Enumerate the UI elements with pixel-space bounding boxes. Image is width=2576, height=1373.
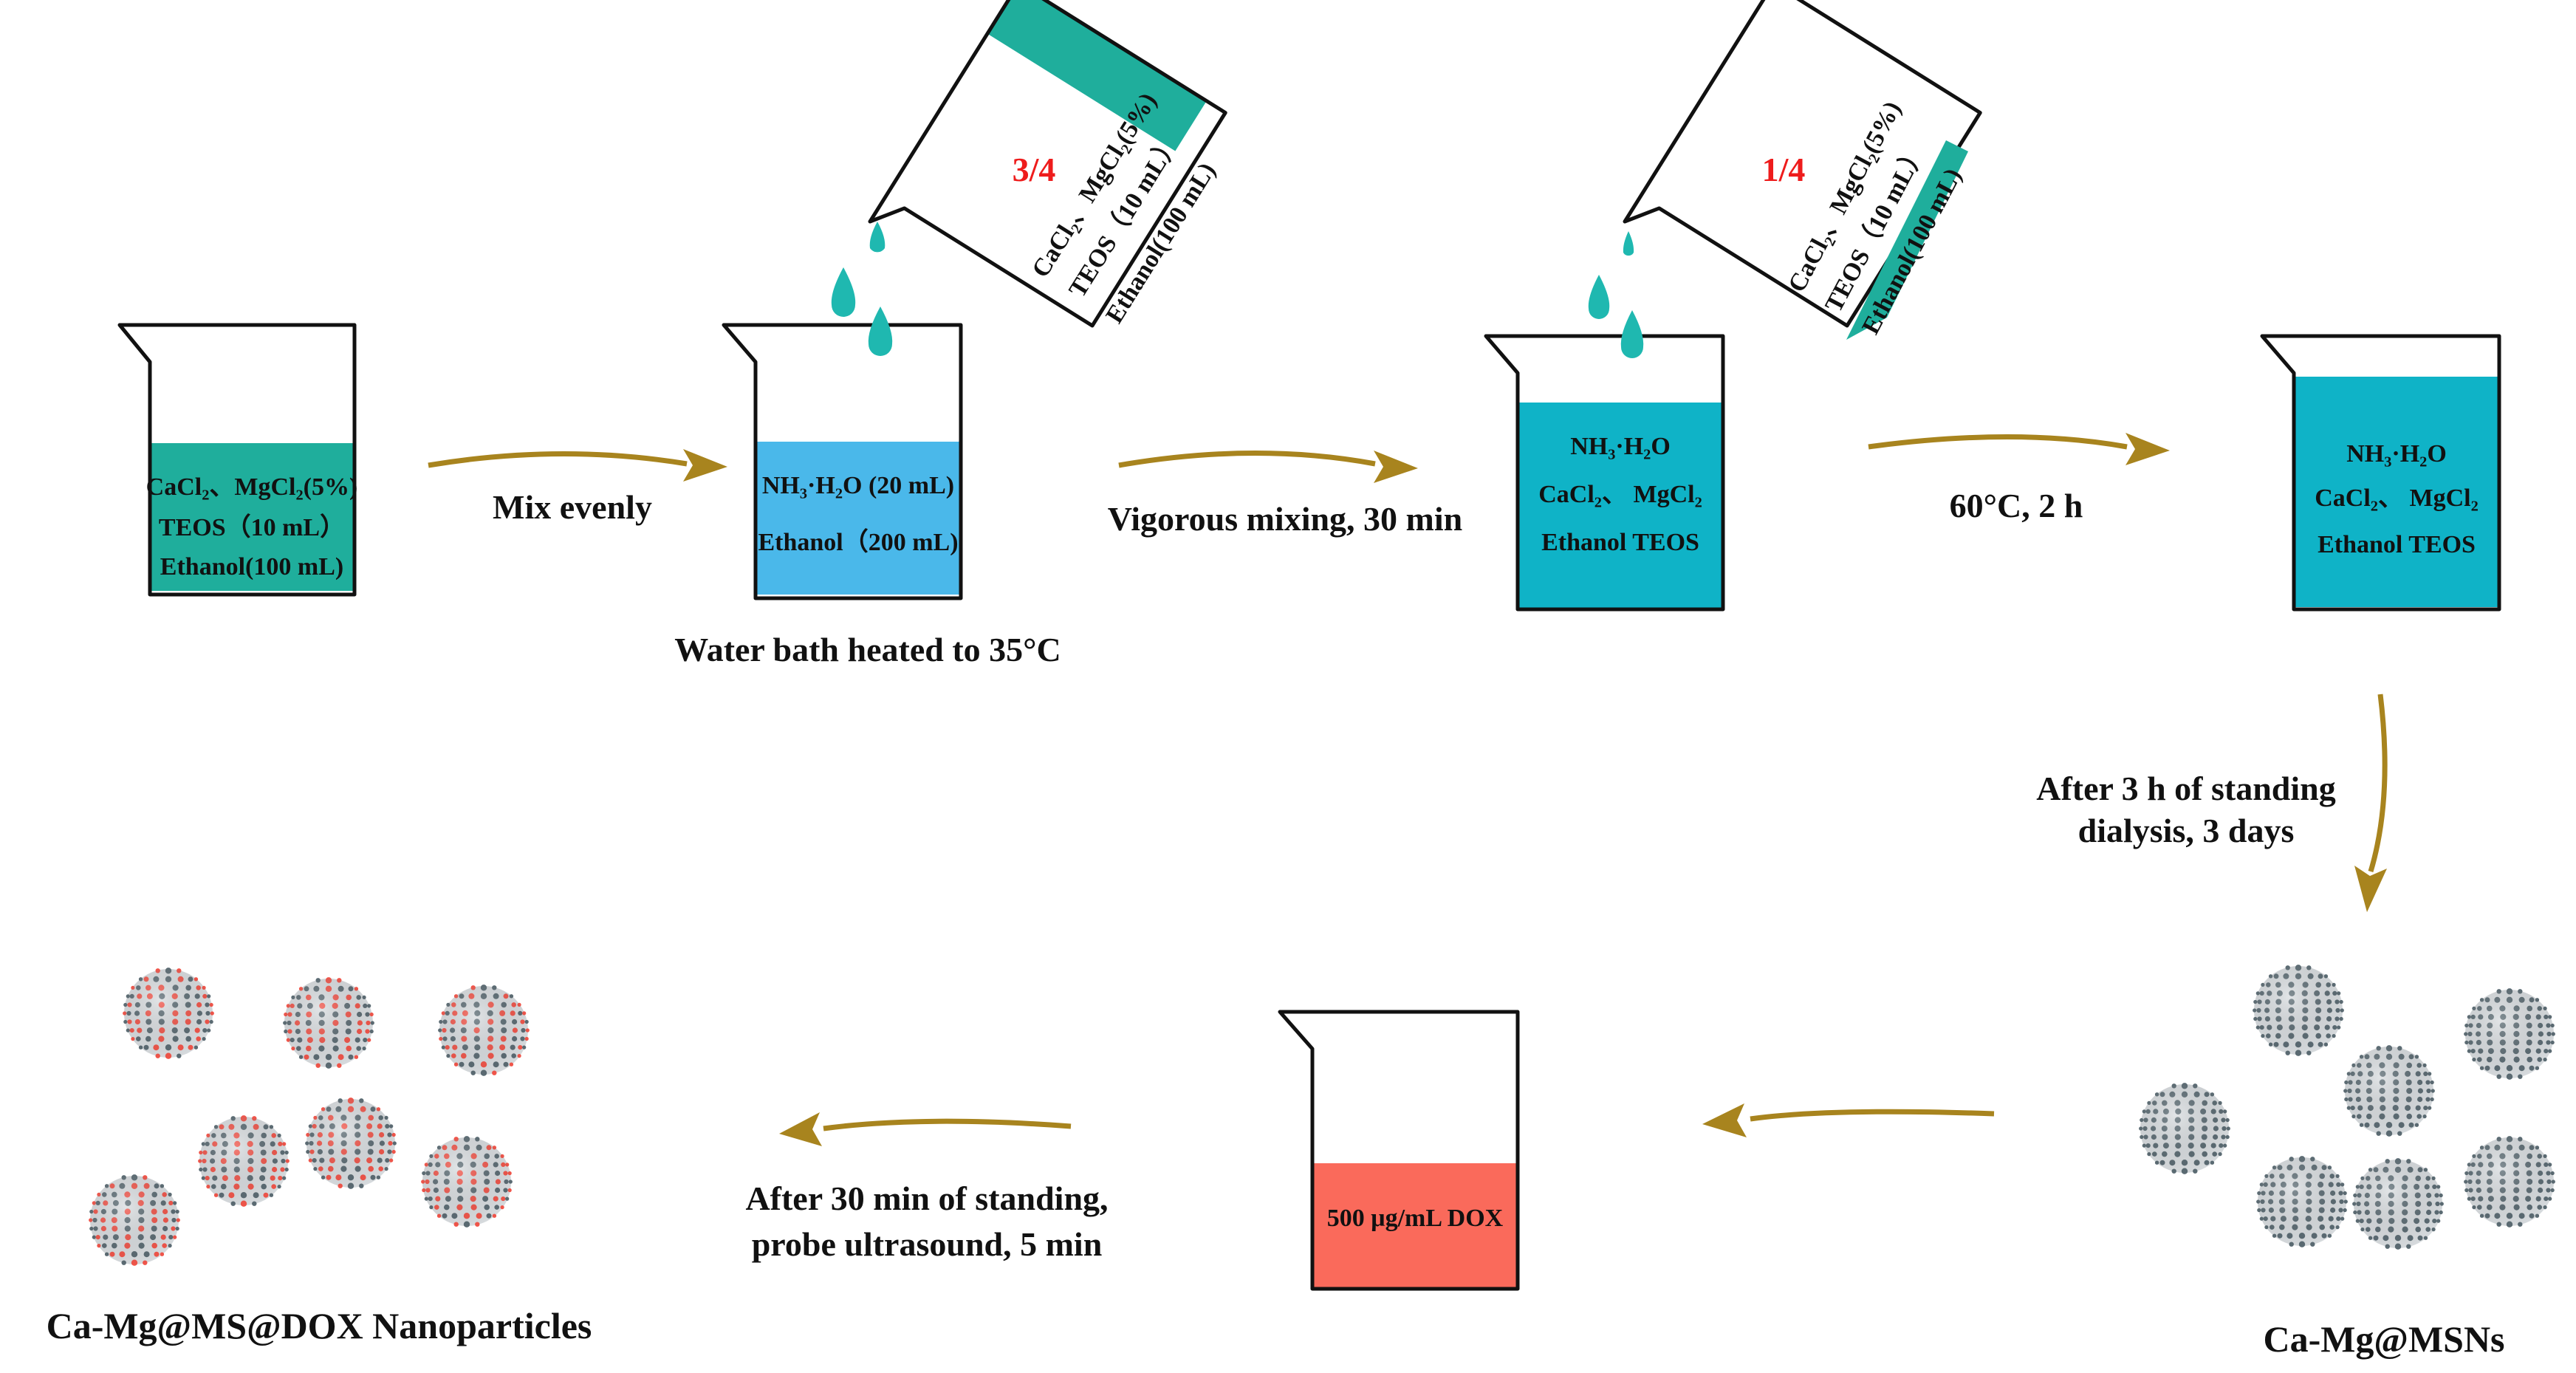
beaker-2-liquid xyxy=(756,442,961,595)
beaker-1-line1: CaCl₂、MgCl₂(5%) xyxy=(146,473,358,501)
arrow-4-line1: After 3 h of standing xyxy=(2036,770,2336,807)
beaker-2-line2: Ethanol（200 mL) xyxy=(758,527,958,556)
beaker-2-line1: NH₃·H₂O (20 mL) xyxy=(762,472,954,499)
beaker-1: CaCl₂、MgCl₂(5%) TEOS（10 mL） Ethanol(100 … xyxy=(117,323,358,597)
beaker-1-liquid xyxy=(150,443,354,591)
arrow-1: Mix evenly xyxy=(428,449,727,526)
beaker-5-line1: 500 μg/mL DOX xyxy=(1327,1205,1504,1232)
beaker-3-line2: CaCl₂、 MgCl₂ xyxy=(1538,481,1702,508)
arrow-6-line2: probe ultrasound, 5 min xyxy=(752,1225,1103,1263)
msn-nanoparticle xyxy=(2343,1045,2435,1137)
dox-label: Ca-Mg@MS@DOX Nanoparticles xyxy=(47,1305,592,1346)
beaker-4-line2: CaCl₂、 MgCl₂ xyxy=(2315,485,2479,512)
msn-label: Ca-Mg@MSNs xyxy=(2263,1318,2504,1360)
beaker-4-line3: Ethanol TEOS xyxy=(2318,531,2476,558)
beaker-2-caption: Water bath heated to 35°C xyxy=(674,631,1061,668)
arrow-3-label: 60°C, 2 h xyxy=(1950,487,2083,524)
droplet-icon xyxy=(868,307,893,356)
arrow-6: After 30 min of standing, probe ultrasou… xyxy=(745,1112,1109,1263)
beaker-3-line1: NH₃·H₂O xyxy=(1570,433,1671,460)
pouring-beaker-1-outline xyxy=(868,0,1227,328)
dox-nanoparticle xyxy=(89,1174,180,1266)
droplet-icon xyxy=(1588,275,1610,319)
dox-nanoparticle xyxy=(438,985,530,1076)
beaker-4: NH₃·H₂O CaCl₂、 MgCl₂ Ethanol TEOS xyxy=(2260,334,2501,612)
beaker-1-line2: TEOS（10 mL） xyxy=(159,513,345,541)
beaker-4-line1: NH₃·H₂O xyxy=(2346,440,2447,468)
droplets-2 xyxy=(1588,231,1644,358)
dox-particles xyxy=(89,968,530,1266)
beaker-2-outline xyxy=(722,323,963,600)
arrow-4: After 3 h of standing dialysis, 3 days xyxy=(2036,694,2388,912)
pouring-beaker-2-fraction: 1/4 xyxy=(1762,151,1806,188)
msn-nanoparticle xyxy=(2256,1156,2348,1247)
beaker-3-outline xyxy=(1484,334,1725,612)
droplets-1 xyxy=(831,222,893,356)
arrow-2: Vigorous mixing, 30 min xyxy=(1108,450,1463,538)
beaker-1-outline xyxy=(117,323,357,597)
pouring-beaker-2-liquid-band xyxy=(1846,140,1968,340)
arrow-1-label: Mix evenly xyxy=(493,488,652,526)
droplet-icon xyxy=(1620,310,1644,358)
beaker-5: 500 μg/mL DOX xyxy=(1278,1010,1520,1291)
pouring-beaker-1 xyxy=(868,0,1227,328)
msn-nanoparticle xyxy=(2253,965,2344,1056)
msn-nanoparticle xyxy=(2139,1083,2230,1174)
msn-nanoparticle xyxy=(2464,1136,2555,1228)
pouring-beaker-1-fraction: 3/4 xyxy=(1013,151,1056,188)
beaker-5-outline xyxy=(1278,1010,1520,1291)
arrow-4-line2: dialysis, 3 days xyxy=(2078,812,2295,849)
msn-nanoparticle xyxy=(2352,1158,2444,1250)
beaker-3: NH₃·H₂O CaCl₂、 MgCl₂ Ethanol TEOS xyxy=(1484,334,1725,612)
droplet-icon xyxy=(831,267,856,317)
beaker-5-liquid xyxy=(1312,1163,1518,1289)
beaker-2: NH₃·H₂O (20 mL) Ethanol（200 mL) Water ba… xyxy=(674,323,1061,668)
beaker-4-outline xyxy=(2260,334,2501,612)
beaker-3-line3: Ethanol TEOS xyxy=(1541,529,1699,556)
dox-nanoparticle xyxy=(198,1115,290,1207)
dox-nanoparticle xyxy=(283,977,374,1069)
pouring-beaker-1-liquid xyxy=(987,0,1206,151)
arrow-6-line1: After 30 min of standing, xyxy=(745,1179,1108,1217)
arrow-5 xyxy=(1702,1103,1995,1137)
msn-particles xyxy=(2139,965,2555,1250)
arrow-2-label: Vigorous mixing, 30 min xyxy=(1108,500,1463,538)
droplet-icon xyxy=(869,222,886,253)
dox-nanoparticle xyxy=(123,968,214,1059)
beaker-1-line3: Ethanol(100 mL) xyxy=(160,553,343,581)
beaker-4-liquid xyxy=(2294,377,2499,607)
beaker-3-liquid xyxy=(1518,403,1723,608)
pouring-beaker-2-texts: 1/4 CaCl₂、MgCl₂(5%) TEOS（10 mL） Ethanol(… xyxy=(1762,97,1967,339)
dox-nanoparticle xyxy=(305,1098,397,1189)
droplet-icon xyxy=(1623,231,1634,256)
dox-nanoparticle xyxy=(421,1136,513,1228)
arrow-3: 60°C, 2 h xyxy=(1868,433,2170,524)
msn-nanoparticle xyxy=(2464,988,2555,1080)
